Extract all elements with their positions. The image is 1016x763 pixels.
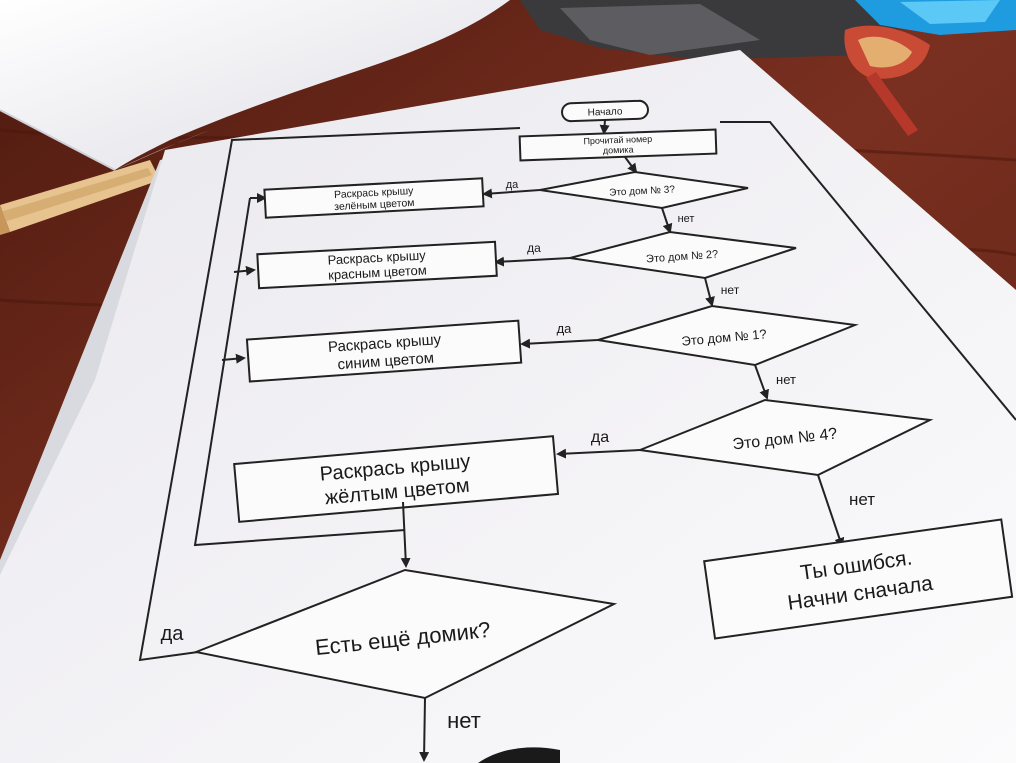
collector-arrow-red — [233, 265, 256, 276]
decision-house-3 — [539, 170, 749, 210]
arrow-q2-yes — [494, 256, 571, 267]
arrow-q4-yes — [556, 448, 641, 459]
arrow-yellow-to-more — [400, 501, 411, 568]
decision-house-4 — [636, 398, 934, 477]
arrow-q4-no — [817, 474, 845, 548]
q3-yes-label: да — [506, 179, 519, 191]
q1-yes-label: да — [557, 321, 573, 336]
start-terminal — [561, 99, 649, 123]
svg-text:синим цветом: синим цветом — [337, 350, 435, 374]
q2-no-label: нет — [721, 283, 740, 297]
svg-text:Прочитай номер: Прочитай номер — [583, 134, 652, 146]
q1-no-label: нет — [776, 372, 796, 387]
decision-house-2 — [569, 230, 797, 280]
action-blue-line2: синим цветом — [337, 350, 435, 374]
decision-house-3-label: Это дом № 3? — [609, 184, 676, 198]
action-blue-box: Раскрась крышу синим цветом — [245, 319, 523, 383]
start-label: Начало — [587, 106, 623, 118]
svg-text:Раскрась крышу: Раскрась крышу — [327, 247, 426, 267]
collector-arrow-blue — [221, 353, 246, 364]
frame-line-right — [720, 121, 1016, 421]
q4-no-label: нет — [849, 490, 875, 509]
arrow-more-no — [419, 697, 430, 762]
pencil — [0, 160, 160, 235]
arrow-start-to-read — [599, 119, 610, 135]
arrow-read-to-q3 — [624, 156, 638, 174]
flowchart: Начало Прочитай номер домика Это дом № 3… — [138, 99, 1016, 762]
bottom-curl-edge — [478, 747, 560, 763]
more-yes-label: да — [161, 623, 185, 645]
q4-yes-label: да — [591, 429, 609, 446]
arrow-q3-yes — [482, 188, 541, 199]
action-red-line2: красным цветом — [328, 262, 427, 282]
arrow-q1-yes — [520, 338, 599, 349]
read-number-line1: Прочитай номер — [583, 134, 652, 146]
collector-line — [193, 197, 406, 547]
action-yellow-box: Раскрась крышу жёлтым цветом — [233, 435, 560, 523]
action-red-line1: Раскрась крышу — [327, 247, 426, 267]
q2-yes-label: да — [527, 241, 541, 255]
read-number-box: Прочитай номер домика — [518, 128, 718, 162]
arrow-q2-no — [704, 277, 715, 307]
action-green-line1: Раскрась крышу — [334, 185, 415, 201]
loop-back-line — [138, 127, 521, 662]
more-no-label: нет — [447, 708, 481, 733]
arrow-q3-no — [661, 207, 673, 234]
decision-house-1 — [597, 304, 859, 367]
background-clutter — [520, 0, 1016, 136]
action-green-box: Раскрась крышу зелёным цветом — [263, 177, 485, 219]
action-green-line2: зелёным цветом — [334, 197, 415, 213]
q3-no-label: нет — [678, 213, 695, 225]
svg-text:домика: домика — [603, 144, 634, 155]
error-box: Ты ошибся. Начни сначала — [703, 518, 1014, 640]
curled-page — [0, 0, 510, 171]
svg-text:Раскрась крышу: Раскрась крышу — [334, 185, 415, 201]
decision-house-1-label: Это дом № 1? — [681, 326, 767, 348]
action-red-box: Раскрась крышу красным цветом — [256, 240, 498, 290]
decision-more-houses — [192, 568, 618, 700]
svg-text:зелёным цветом: зелёным цветом — [334, 197, 415, 213]
decision-house-2-label: Это дом № 2? — [646, 248, 719, 265]
svg-text:красным цветом: красным цветом — [328, 262, 427, 282]
arrow-q1-no — [754, 364, 769, 400]
read-number-line2: домика — [603, 144, 634, 155]
